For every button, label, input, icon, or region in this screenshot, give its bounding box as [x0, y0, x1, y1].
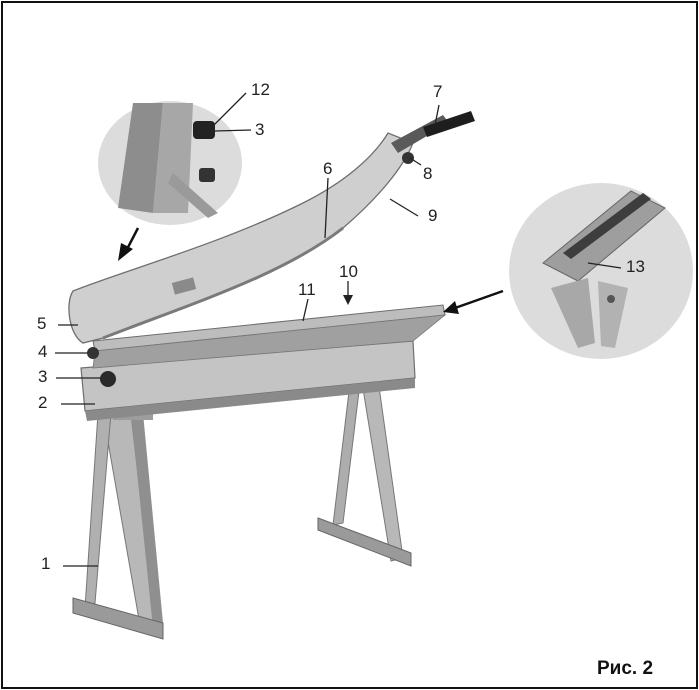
callout-3: 3	[38, 367, 48, 386]
callout-6: 6	[323, 159, 333, 178]
inset-right	[509, 183, 693, 359]
callout-12: 12	[251, 80, 270, 99]
stand-right	[317, 351, 412, 567]
callout-13: 13	[626, 257, 645, 276]
clamp-knob	[100, 371, 116, 387]
callout-10: 10	[339, 262, 358, 281]
callout-3-inset: 3	[255, 120, 265, 139]
callout-2: 2	[38, 393, 48, 412]
figure-caption: Рис. 2	[597, 658, 654, 679]
callout-5: 5	[37, 314, 47, 333]
callout-9: 9	[428, 206, 438, 225]
arrow-to-left-inset	[118, 227, 140, 261]
callout-4: 4	[38, 342, 48, 361]
callout-1: 1	[41, 554, 51, 573]
callout-leaders	[55, 92, 622, 567]
callout-10-arrowhead	[343, 295, 353, 305]
callout-11: 11	[298, 280, 316, 299]
inset-left	[98, 101, 242, 225]
callout-8: 8	[423, 164, 433, 183]
bench-shear-illustration	[21, 58, 696, 640]
callout-7: 7	[433, 82, 443, 101]
blade-arm	[68, 132, 414, 359]
main-beam	[80, 304, 447, 421]
arrow-to-right-inset	[443, 289, 504, 314]
